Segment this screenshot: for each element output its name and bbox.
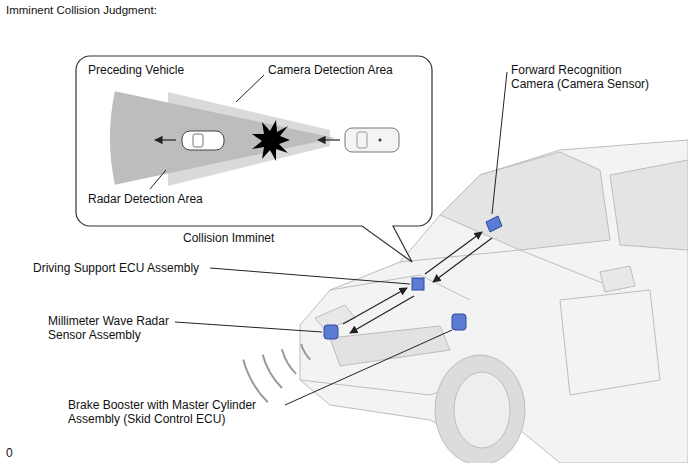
part-name: Millimeter Wave Radar Sensor Assembly (48, 314, 183, 342)
vehicle-body-part (330, 275, 470, 300)
radar-waves-part (282, 349, 296, 374)
diagram-title: Imminent Collision Judgment: (6, 3, 157, 17)
vehicle-body-part (435, 355, 525, 463)
radar-waves (243, 344, 310, 402)
part-name: Driving Support ECU Assembly (33, 261, 208, 275)
collision-star (252, 120, 290, 161)
component-blocks (324, 216, 502, 339)
figure-number: 0 (6, 446, 36, 460)
inset-leaders-part (236, 75, 264, 102)
preceding-car-part (155, 139, 176, 140)
inset-caption: Collision Imminet (183, 231, 274, 245)
vehicle-body-part (330, 326, 450, 366)
signal-arrows-part (350, 296, 414, 333)
radar-waves-part (301, 344, 310, 360)
detection-areas-part (110, 91, 335, 185)
leader-lines-part (492, 72, 507, 214)
own-car-part (357, 132, 367, 148)
own-car-part (318, 139, 340, 140)
vehicle-body-part (600, 266, 635, 292)
callout-bubble (76, 56, 432, 262)
part-name: Brake Booster with Master Cylinder Assem… (68, 398, 280, 426)
preceding-car (155, 131, 224, 150)
inset-label: Preceding Vehicle (88, 63, 184, 77)
preceding-car-part (182, 131, 224, 150)
leader-lines-part (285, 330, 452, 405)
signal-arrows (343, 232, 492, 333)
vehicle-body-part (400, 250, 620, 290)
component-blocks-part (412, 278, 424, 290)
component-blocks-part (324, 325, 338, 339)
inset-leaders-part (150, 170, 166, 189)
collision-star-part (252, 120, 290, 161)
leader-lines-part (175, 322, 322, 332)
vehicle-body-part (560, 290, 660, 395)
signal-arrows-part (433, 238, 492, 282)
own-car-part (379, 139, 382, 142)
component-blocks-part (452, 314, 466, 330)
vehicle-body-part (440, 152, 610, 250)
preceding-car-part (193, 134, 203, 147)
inset-label: Camera Detection Area (268, 63, 393, 77)
radar-waves-part (243, 360, 268, 403)
own-car-part (345, 128, 399, 152)
component-blocks-part (486, 216, 502, 232)
signal-arrows-part (425, 232, 482, 274)
vehicle-body-part (610, 160, 688, 250)
own-car (318, 128, 399, 152)
vehicle-body-part (454, 372, 510, 448)
part-name: Forward Recognition Camera (Camera Senso… (511, 63, 656, 91)
callout-inset: Preceding Vehicle Camera Detection AreaRa… (76, 56, 432, 226)
inset-label: Radar Detection Area (88, 192, 203, 206)
radar-waves-part (263, 354, 282, 388)
inset-leaders (150, 75, 264, 189)
detection-areas (110, 91, 335, 186)
leader-lines-part (210, 268, 410, 284)
